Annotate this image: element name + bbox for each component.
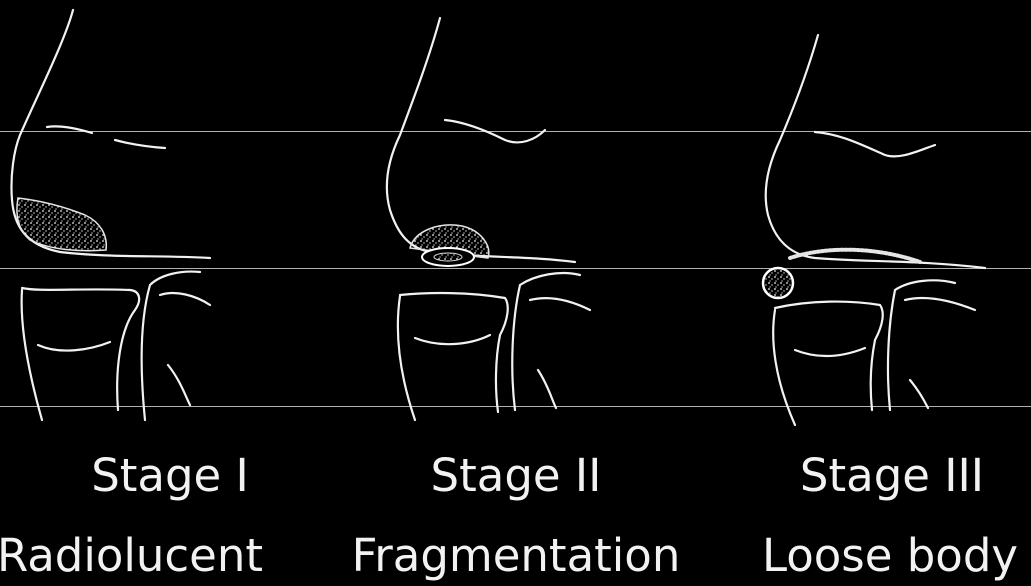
stage-3-description: Loose body <box>718 526 1031 586</box>
stage-3-label: Stage III <box>722 448 1031 504</box>
fossa-line <box>445 120 545 142</box>
radius-head <box>400 293 508 412</box>
stage-2-illustration <box>387 18 590 420</box>
radius-neck <box>398 296 415 420</box>
stage-1-illustration <box>11 10 210 420</box>
humerus-shaft <box>387 18 575 262</box>
stage-1-description: Radiolucent <box>0 526 302 586</box>
radius-inner <box>415 335 490 344</box>
radius-neck <box>22 290 42 420</box>
stage-1-label: Stage I <box>0 448 340 504</box>
radius-inner <box>795 348 865 356</box>
radiolucent-lesion <box>17 198 106 251</box>
stage-3-illustration <box>763 35 985 425</box>
stage-2-description: Fragmentation <box>344 526 688 586</box>
stage-2-label: Stage II <box>346 448 686 504</box>
radius-neck <box>773 310 795 425</box>
fossa-line <box>815 132 935 156</box>
loose-body <box>763 268 793 298</box>
radius-inner <box>38 342 110 351</box>
ulna <box>142 272 210 420</box>
ulna <box>888 280 975 410</box>
fossa-line <box>47 126 165 148</box>
ulna <box>512 273 590 410</box>
